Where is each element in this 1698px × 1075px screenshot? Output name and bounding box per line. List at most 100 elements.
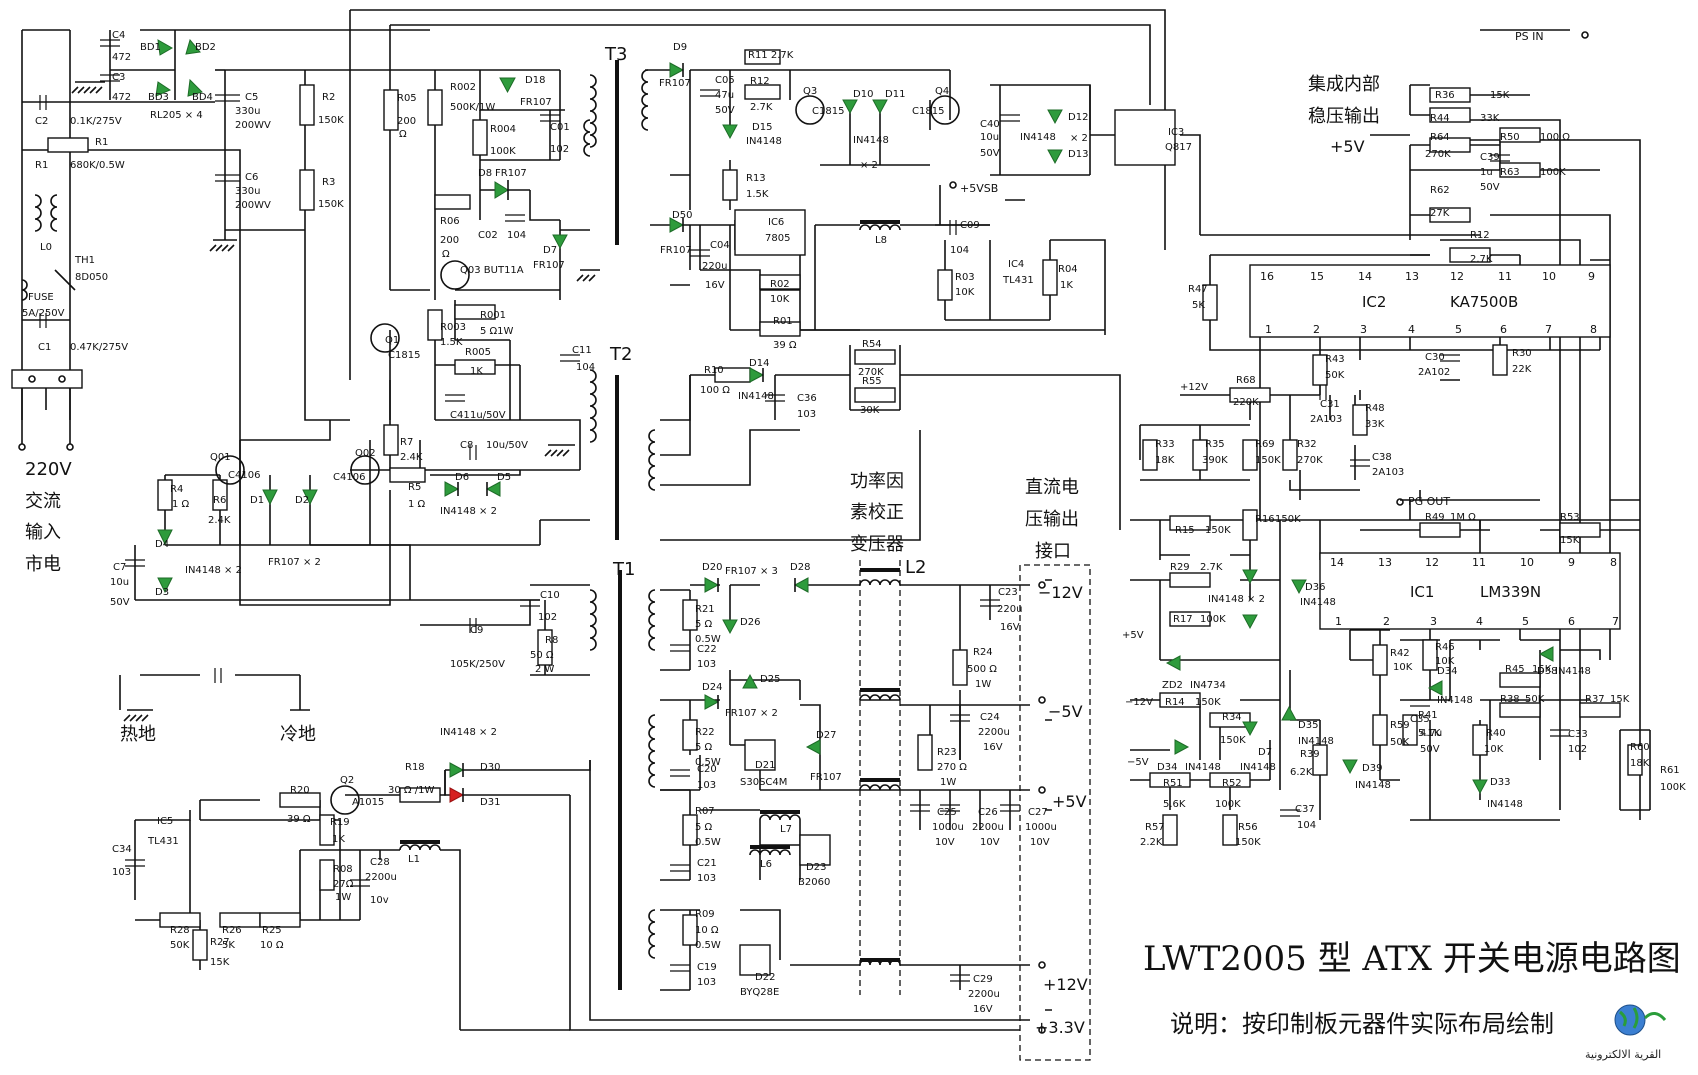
label-r48v: 33K <box>1365 419 1385 430</box>
label-d34b: D34 <box>1437 666 1457 677</box>
label-q02: Q02 <box>355 448 376 459</box>
diode-d5 <box>485 481 501 497</box>
label-r69v: 150K <box>1255 455 1281 466</box>
resistor-r04 <box>1042 259 1058 296</box>
label-c9: C9 <box>470 625 483 636</box>
label-c37: C37 <box>1295 804 1315 815</box>
label-r2: R2 <box>322 92 335 103</box>
capacitor-c31 <box>1319 385 1327 400</box>
resistor-r59 <box>1372 714 1388 746</box>
label-r49v: 1M Ω <box>1450 512 1476 523</box>
label-c22v: 103 <box>697 659 716 670</box>
diode-d31 <box>449 787 465 803</box>
label-c04: C04 <box>710 240 730 251</box>
label-c4v: 472 <box>112 52 131 63</box>
label-r47: R47 <box>1188 284 1208 295</box>
label-r51v: 5.6K <box>1163 799 1186 810</box>
label-d25: D25 <box>760 674 780 685</box>
label-d7v: FR107 <box>533 260 565 271</box>
label-c01v: 102 <box>550 144 569 155</box>
capacitor-c5 <box>215 94 240 102</box>
label-r51: R51 <box>1163 778 1183 789</box>
label-ic5: IC5 <box>157 816 173 827</box>
hot-ground-label: 热地 <box>120 724 156 745</box>
ic2-ka7500b-box <box>1249 264 1611 338</box>
l0-coil-left <box>34 194 42 232</box>
capacitor-c41 <box>445 394 465 402</box>
label-r59v: 50K <box>1390 737 1410 748</box>
label-r23: R23 <box>937 747 957 758</box>
resistor-r41 <box>1402 714 1418 746</box>
transistor-q03 <box>440 260 470 290</box>
label-r28v: 50K <box>170 940 190 951</box>
label-c09: C09 <box>960 220 980 231</box>
label-r39v: 6.2K <box>1290 767 1313 778</box>
l0-coil-right <box>50 194 58 232</box>
label-ic6v: 7805 <box>765 233 790 244</box>
capacitor-c27 <box>1000 804 1020 812</box>
diode-d34b <box>1427 680 1443 696</box>
label-r29: R29 <box>1170 562 1190 573</box>
label-d34a: D34 <box>1157 762 1177 773</box>
label-r005: R005 <box>465 347 491 358</box>
page-note: 说明：按印制板元器件实际布局绘制 <box>1170 1010 1554 1038</box>
label-r09: R09 <box>695 909 715 920</box>
transistor-q1 <box>370 323 400 353</box>
label-x2c: × 2 <box>860 160 878 171</box>
output-minus12v: −12V <box>1038 583 1083 602</box>
label-r35v: 390K <box>1202 455 1228 466</box>
label-r6v: 2.4K <box>208 515 231 526</box>
label-c36: C36 <box>797 393 817 404</box>
label-d39v: IN4148 <box>1355 780 1391 791</box>
resistor-r28 <box>159 912 201 928</box>
resistor-r13 <box>722 169 738 201</box>
diode-d20 <box>704 577 720 593</box>
pfc-label-1: 素校正 <box>850 502 904 523</box>
label-q4: Q4 <box>935 86 949 97</box>
label-r48: R48 <box>1365 403 1385 414</box>
label-d39: D39 <box>1362 763 1382 774</box>
label-c35: C35 <box>1410 714 1430 725</box>
capacitor-c2 <box>39 95 47 110</box>
label-d38: D38 <box>1537 666 1557 677</box>
output-plus5v: +5V <box>1052 792 1087 811</box>
resistor-r7 <box>383 424 399 456</box>
label-c38: C38 <box>1372 452 1392 463</box>
ic1-pin-top-13: 13 <box>1378 556 1392 569</box>
label-r02: R02 <box>770 279 790 290</box>
5vsb-terminal <box>949 181 957 189</box>
resistor-r64 <box>1429 137 1471 153</box>
label-d13: D13 <box>1068 149 1088 160</box>
label-r8w: 2 W <box>535 664 555 675</box>
label-r16: R16 <box>1255 514 1275 525</box>
transistors <box>215 95 960 815</box>
diode-d35 <box>1281 705 1297 721</box>
capacitor-c02 <box>505 214 525 222</box>
label-c5: C5 <box>245 92 258 103</box>
label-c10: C10 <box>540 590 560 601</box>
label-c24w: 16V <box>983 742 1003 753</box>
label-q01v: C4106 <box>228 470 260 481</box>
output-plus33v: +3.3V <box>1035 1018 1085 1037</box>
label-c04v: 220u <box>702 261 727 272</box>
label-p12v: +12V <box>1180 382 1208 393</box>
label-r57v: 2.2K <box>1140 837 1163 848</box>
label-c37v: 104 <box>1297 820 1316 831</box>
label-fuse: FUSE <box>28 292 54 303</box>
l2-winding-2 <box>859 784 901 791</box>
label-bd3: BD3 <box>148 92 169 103</box>
ic2-pin-bottom-7: 7 <box>1545 323 1552 336</box>
label-th1v: 8D050 <box>75 272 108 283</box>
ic2-pin-top-16: 16 <box>1260 270 1274 283</box>
label-r09v: 10 Ω <box>695 925 719 936</box>
label-in4148x2f: IN4148 × 2 <box>440 727 497 738</box>
label-r45v: 15K <box>1532 664 1552 675</box>
capacitor-c01 <box>540 114 560 122</box>
label-c23: C23 <box>998 587 1018 598</box>
label-c40v: 10u <box>980 132 999 143</box>
label-c7w: 50V <box>110 597 130 608</box>
label-q1v: C1815 <box>388 350 420 361</box>
l2-winding-5 <box>859 959 901 966</box>
ic1-pin-bottom-5: 5 <box>1522 615 1529 628</box>
label-r57: R57 <box>1145 822 1165 833</box>
